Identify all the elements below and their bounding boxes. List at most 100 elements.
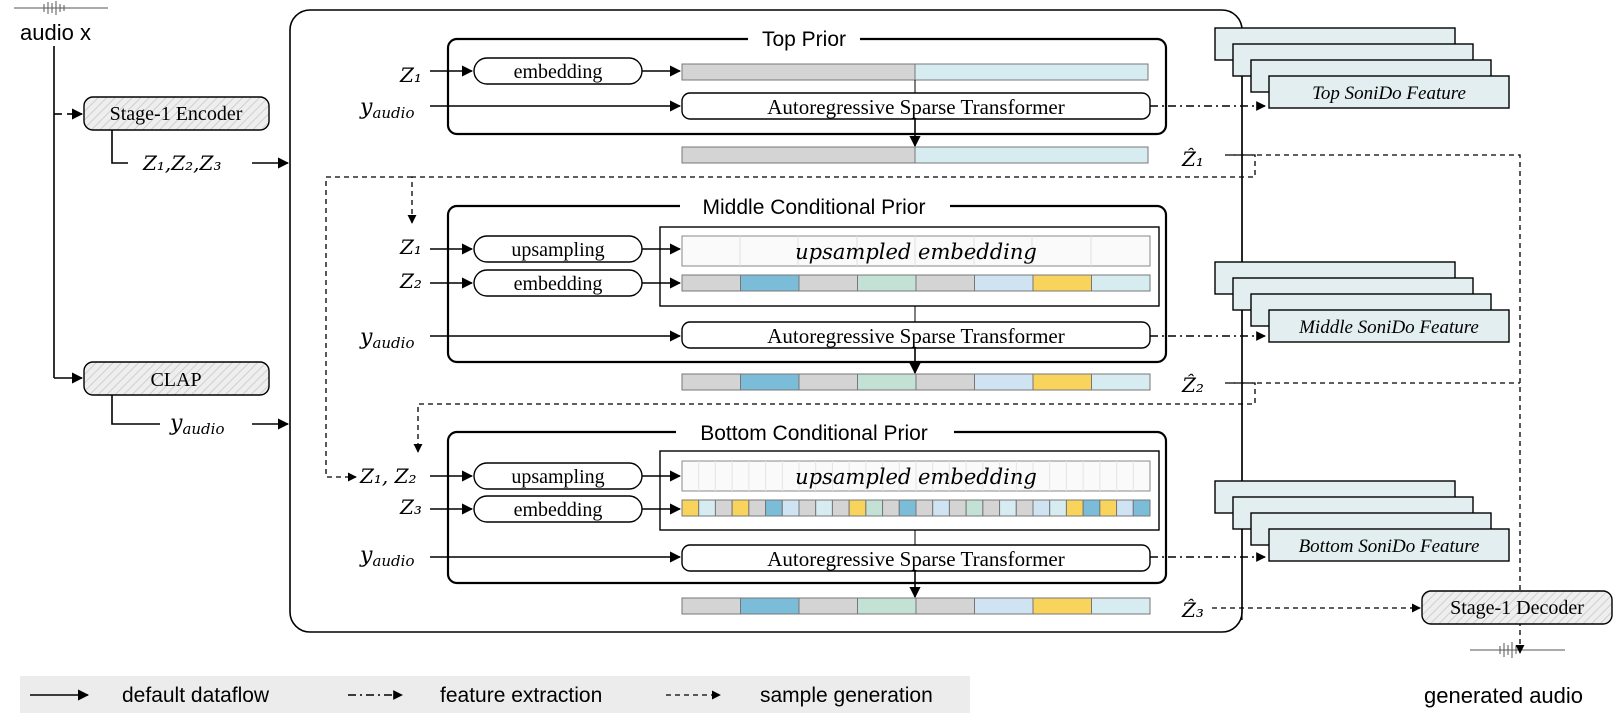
bottom-transformer-label: Autoregressive Sparse Transformer xyxy=(767,547,1064,571)
top-prior-title: Top Prior xyxy=(762,28,846,51)
middle-output-row xyxy=(681,373,1151,391)
input-connectors xyxy=(53,46,84,384)
stage1-encoder-label: Stage-1 Encoder xyxy=(110,103,243,125)
token-cell xyxy=(974,274,1034,292)
token-cell xyxy=(1015,499,1034,517)
top-feature-label: Top SoniDo Feature xyxy=(1312,83,1466,104)
token-cell xyxy=(915,499,934,517)
token-cell xyxy=(765,499,783,517)
token-cell xyxy=(740,597,800,615)
token-cell xyxy=(1049,499,1067,517)
token-cell xyxy=(748,499,767,517)
token-cell xyxy=(1082,499,1101,517)
token-cell xyxy=(1065,499,1084,517)
token-cell xyxy=(882,499,900,517)
sample-generation-arrowheads xyxy=(347,214,1525,654)
bottom-embedding-label: embedding xyxy=(514,499,603,521)
token-cell xyxy=(798,499,817,517)
encoder-output-label: Z₁,Z₂,Z₃ xyxy=(142,151,221,175)
legend-default-label: default dataflow xyxy=(122,684,270,707)
bottom-z12-input: Z₁, Z₂ xyxy=(359,464,417,488)
stage1-encoder-box xyxy=(83,96,270,131)
legend-background xyxy=(20,676,970,713)
token-cell xyxy=(982,499,1001,517)
bottom-prior-title: Bottom Conditional Prior xyxy=(700,422,928,445)
token-cell xyxy=(681,499,700,517)
middle-upsampled-bar xyxy=(681,235,1151,267)
top-output-pale xyxy=(914,146,1149,164)
token-cell xyxy=(740,274,800,292)
middle-token-row xyxy=(681,274,1151,292)
token-cell xyxy=(1032,597,1092,615)
top-output-gray xyxy=(681,146,916,164)
bottom-transformer-box xyxy=(681,544,1151,572)
token-cell xyxy=(1116,499,1134,517)
token-cell xyxy=(948,499,967,517)
token-cell xyxy=(898,499,917,517)
legend-sample-label: sample generation xyxy=(760,684,933,707)
sample-generation-paths xyxy=(325,154,1521,652)
token-cell xyxy=(857,597,917,615)
token-cell xyxy=(848,499,867,517)
token-cell xyxy=(857,274,917,292)
token-cell xyxy=(915,373,975,391)
middle-prior: Middle Conditional Prior Z₁ upsampling u… xyxy=(359,194,1266,397)
top-prior-title-bg xyxy=(748,28,860,50)
token-cell xyxy=(698,499,716,517)
token-cell xyxy=(932,499,950,517)
generated-audio-label: generated audio xyxy=(1424,683,1583,708)
token-cell xyxy=(1032,274,1092,292)
token-cell xyxy=(965,499,984,517)
audio-input-label: audio x xyxy=(20,20,91,45)
token-cell xyxy=(714,499,733,517)
bottom-z3-input: Z₃ xyxy=(399,495,422,519)
bottom-output-label: Ẑ₃ xyxy=(1181,598,1204,622)
top-prior-box xyxy=(446,37,1168,136)
token-cell xyxy=(1132,499,1151,517)
token-cell xyxy=(681,373,741,391)
middle-transformer-box xyxy=(681,321,1151,349)
bottom-upsampled-grid xyxy=(698,461,1134,491)
middle-feature-label: Middle SoniDo Feature xyxy=(1298,317,1479,338)
token-cell xyxy=(731,499,750,517)
bottom-upsampled-label: upsampled embedding xyxy=(795,465,1037,489)
top-prior: Top Prior Z₁ embedding yaudio Autoregres… xyxy=(359,28,1266,171)
middle-prior-title-bg xyxy=(680,194,950,218)
token-cell xyxy=(1091,274,1151,292)
middle-output-label: Ẑ₂ xyxy=(1181,373,1204,397)
top-feature-stack: Top SoniDo Feature xyxy=(1214,27,1510,109)
clap-output-connector xyxy=(111,395,160,425)
token-cell xyxy=(781,499,800,517)
legend: default dataflow feature extraction samp… xyxy=(20,676,970,713)
token-cell xyxy=(1091,597,1151,615)
middle-upsampling-label: upsampling xyxy=(511,239,604,261)
middle-transformer-label: Autoregressive Sparse Transformer xyxy=(767,324,1064,348)
encoder-output-connector xyxy=(111,130,128,164)
middle-embedding-group xyxy=(659,226,1160,307)
top-transformer-label: Autoregressive Sparse Transformer xyxy=(767,95,1064,119)
bottom-token-row xyxy=(681,499,1151,517)
middle-embedding-label: embedding xyxy=(514,273,603,295)
middle-prior-title: Middle Conditional Prior xyxy=(703,196,926,219)
token-cell xyxy=(815,499,833,517)
middle-upsampled-grid xyxy=(739,236,1092,266)
token-cell xyxy=(1091,373,1151,391)
clap-output-label: yaudio xyxy=(169,411,224,438)
waveform-output-icon xyxy=(1470,642,1565,658)
clap-label: CLAP xyxy=(150,369,201,391)
token-cell xyxy=(681,274,741,292)
stage1-decoder-label: Stage-1 Decoder xyxy=(1450,597,1584,619)
clap-box xyxy=(83,361,270,396)
token-cell xyxy=(915,274,975,292)
waveform-icon xyxy=(14,1,108,15)
middle-y-input: yaudio xyxy=(359,325,414,352)
top-y-input: yaudio xyxy=(359,95,414,122)
stage1-decoder-box xyxy=(1421,590,1613,625)
token-cell xyxy=(681,597,741,615)
token-cell xyxy=(798,274,858,292)
top-token-pale xyxy=(914,63,1149,81)
top-z-input: Z₁ xyxy=(399,63,422,87)
bottom-embedding-group xyxy=(659,450,1160,531)
middle-feature-stack: Middle SoniDo Feature xyxy=(1214,261,1510,343)
